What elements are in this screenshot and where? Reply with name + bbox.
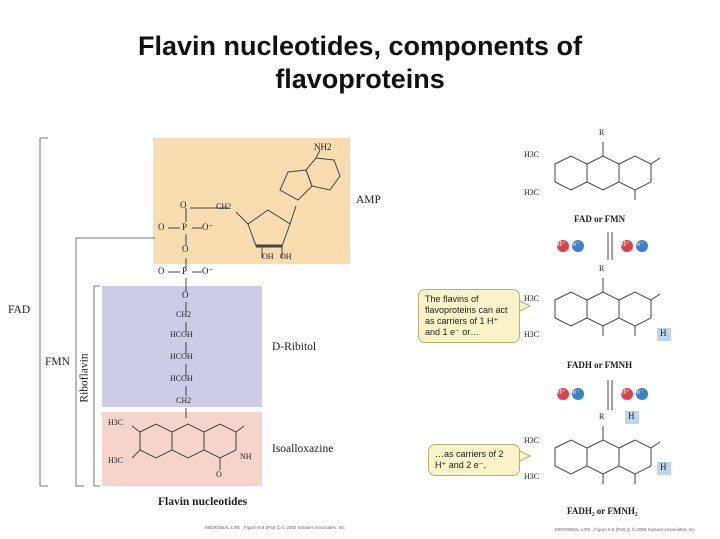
title-line-1: Flavin nucleotides, components of (137, 31, 583, 61)
h3c-right-1b: H3C (524, 188, 540, 197)
ribitol-region (102, 286, 262, 407)
h-highlight-3-text: H (660, 462, 667, 472)
carrier-row-2 (557, 388, 648, 400)
oh-1-label: OH (262, 252, 274, 261)
slide-title: Flavin nucleotides, components of flavop… (0, 30, 720, 96)
ch2-ribitol-top-label: CH2 (176, 310, 192, 319)
callout-single-carrier: The flavins of flavoproteins can act as … (418, 289, 520, 343)
carrier-row-1 (557, 240, 648, 252)
o-bridge-label: O (180, 200, 187, 210)
o-minus-2-label: O⁻ (202, 266, 214, 276)
h-highlight-1 (657, 328, 671, 341)
callout-double-carrier: …as carriers of 2 H⁺ and 2 e⁻. (428, 444, 520, 476)
left-isoalloxazine-rings (131, 423, 245, 470)
h-plus-3: H⁺ (557, 388, 566, 396)
state-1-label: FAD or FMN (574, 214, 626, 224)
fmn-bracket (75, 237, 155, 487)
h3c-right-3b: H3C (524, 472, 540, 481)
nh-left-label: NH (240, 452, 252, 461)
h3c-left-2-label: H3C (108, 456, 124, 465)
h-highlight-1-text: H (660, 328, 667, 338)
o-double-2-label: O (158, 266, 165, 276)
o-left-bottom-label: O (216, 470, 222, 479)
state-2-label: FADH or FMNH (567, 360, 633, 370)
hcoh-2-label: HCOH (170, 352, 193, 361)
r-group-2-label: R (599, 264, 605, 273)
e-minus-2: e⁻ (637, 240, 644, 248)
hcoh-3-label: HCOH (170, 374, 193, 383)
o-minus-1-label: O⁻ (202, 222, 214, 232)
o-link-label: O (182, 244, 189, 254)
flavin-nucleotides-caption: Flavin nucleotides (158, 496, 248, 508)
h3c-right-3a: H3C (524, 436, 540, 445)
h-plus-4: H⁺ (621, 388, 630, 396)
right-ring-systems (554, 142, 661, 484)
hcoh-1-label: HCOH (170, 330, 193, 339)
fmn-label: FMN (45, 356, 70, 368)
h-plus-1: H⁺ (557, 240, 566, 248)
h-highlight-2-text: H (628, 411, 635, 421)
riboflavin-bracket (93, 285, 100, 487)
h3c-right-2b: H3C (524, 330, 540, 339)
h3c-right-2a: H3C (524, 294, 540, 303)
title-line-2: flavoproteins (275, 64, 445, 94)
amp-label: AMP (356, 194, 381, 206)
oh-2-label: OH (280, 252, 292, 261)
r-group-1-label: R (599, 128, 605, 137)
ch2-ribose-label: CH2 (216, 202, 232, 211)
riboflavin-label: Riboflavin (78, 353, 91, 403)
h-highlight-2 (625, 411, 639, 424)
e-minus-4: e⁻ (637, 388, 644, 396)
ch2-ribitol-bottom-label: CH2 (176, 396, 192, 405)
r-group-3-label: R (599, 412, 605, 421)
h3c-right-1a: H3C (524, 150, 540, 159)
right-credit: MICROBIAL LIFE , Figure 6.8 (Part 2) © 2… (555, 527, 696, 532)
isoalloxazine-label: Isoalloxazine (272, 443, 334, 455)
phosphate-1-label: P (182, 222, 188, 232)
ribitol-label: D-Ribitol (272, 341, 317, 353)
phosphate-2-label: P (182, 266, 188, 276)
state-3-label: FADH₂ or FMNH₂ (567, 506, 638, 516)
e-minus-3: e⁻ (573, 388, 580, 396)
h-plus-2: H⁺ (621, 240, 630, 248)
nh2-label: NH2 (314, 142, 332, 152)
isoalloxazine-region (102, 412, 262, 486)
fad-bracket (39, 137, 48, 487)
adenine-rings (279, 149, 341, 201)
ribose-ring (247, 205, 297, 258)
h3c-left-1-label: H3C (108, 418, 124, 427)
o-double-1-label: O (158, 222, 165, 232)
left-credit: MICROBIAL LIFE , Figure 6.8 (Part 1) © 2… (205, 525, 346, 530)
fad-label: FAD (8, 304, 31, 316)
e-minus-1: e⁻ (573, 240, 580, 248)
h-highlight-3 (657, 462, 671, 475)
o-ribitol-label: O (182, 290, 189, 300)
